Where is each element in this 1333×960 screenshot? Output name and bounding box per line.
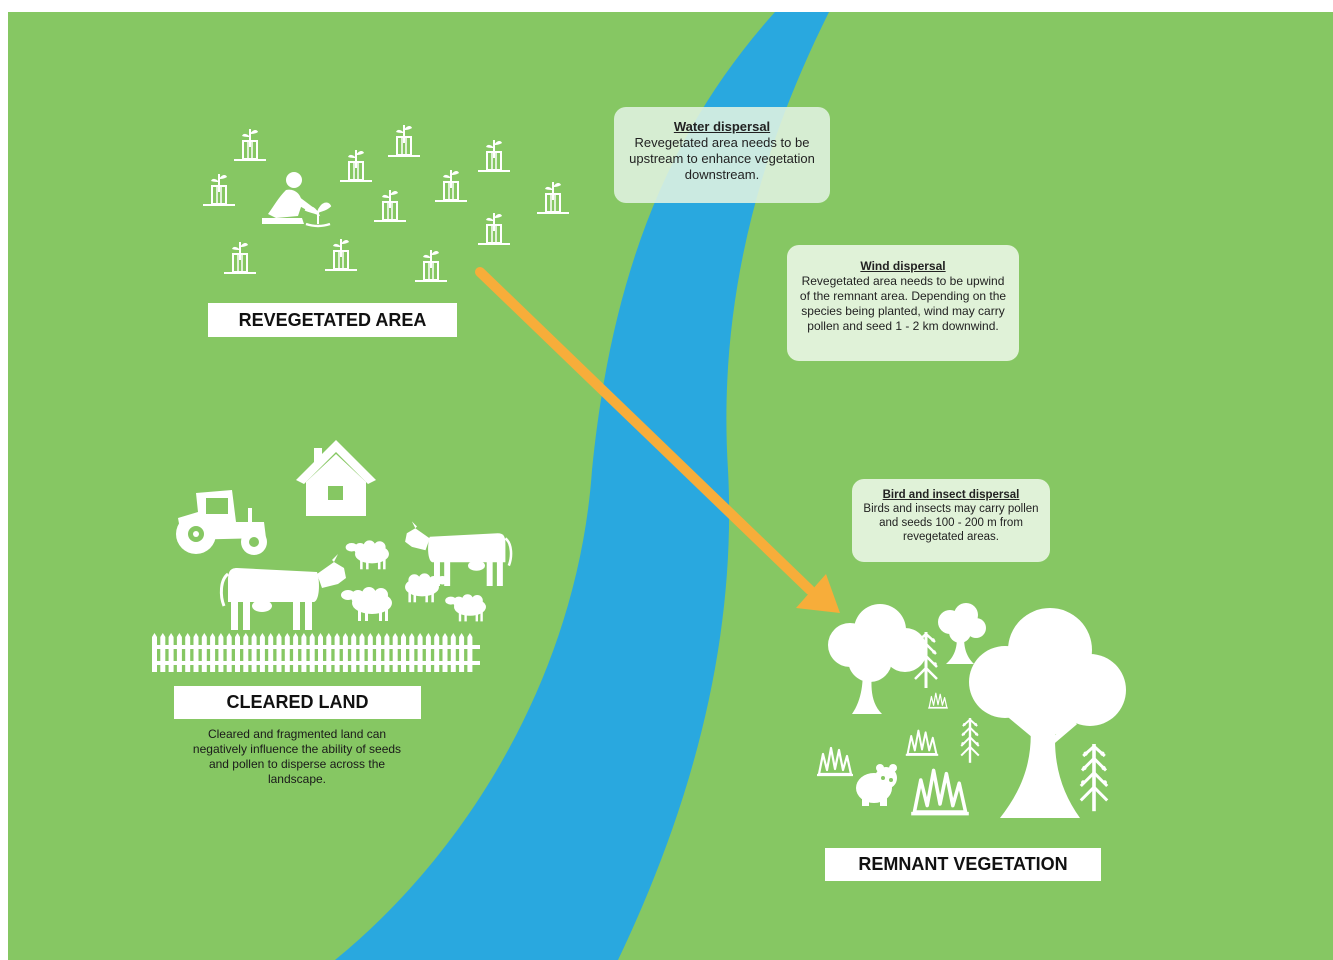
bird-dispersal-title: Bird and insect dispersal [882, 489, 1020, 501]
wind-dispersal-text: Revegetated area needs to be upwind of t… [799, 274, 1007, 333]
house-icon [296, 440, 376, 516]
water-dispersal-box: Water dispersal Revegetated area needs t… [614, 107, 830, 203]
arrow-icon [475, 267, 840, 613]
tree-icon [828, 603, 1126, 818]
water-dispersal-text: Revegetated area needs to be upstream to… [629, 135, 815, 182]
water-dispersal-title: Water dispersal [673, 119, 771, 134]
gardener-icon [262, 172, 332, 228]
cleared-land-description: Cleared and fragmented land can negative… [192, 727, 402, 786]
bird-dispersal-text: Birds and insects may carry pollen and s… [863, 503, 1039, 543]
cleared-land-label: CLEARED LAND [174, 686, 421, 719]
remnant-vegetation-label: REMNANT VEGETATION [825, 848, 1101, 881]
revegetated-area-label: REVEGETATED AREA [208, 303, 457, 337]
fence-icon [152, 633, 480, 672]
wind-dispersal-title: Wind dispersal [860, 259, 946, 273]
tractor-icon [176, 490, 267, 555]
wind-dispersal-box: Wind dispersal Revegetated area needs to… [787, 245, 1019, 361]
bird-dispersal-box: Bird and insect dispersal Birds and inse… [852, 479, 1050, 562]
river [335, 12, 829, 960]
wombat-icon [856, 764, 897, 806]
